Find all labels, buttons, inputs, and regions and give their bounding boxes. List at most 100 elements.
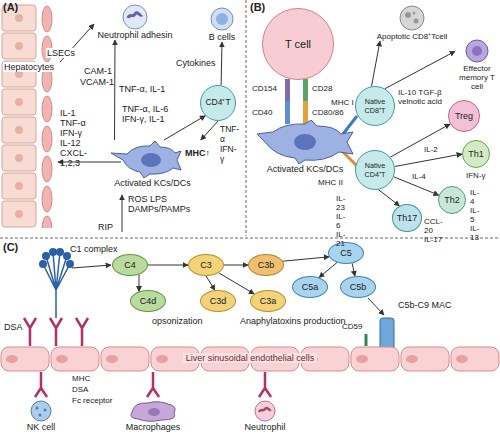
mac-icon [118,400,188,422]
complement-c3a: C3a [250,290,286,312]
edge-label: IL-23 IL-6 IL-21 [336,194,345,248]
text-label: DSA [4,322,23,332]
node-text: C3a [260,296,277,306]
node-text: Treg [455,111,473,121]
node-text: C5 [340,248,352,258]
node-text: Effector memory T cell [455,64,499,91]
treg-cell: Treg [448,100,480,132]
node-text: CD4⁺T [205,98,230,108]
text-label: Fc receptor [72,396,112,406]
complement-c4d: C4d [130,290,166,312]
edge-label: Cytokines [176,58,216,68]
arrow-connector [224,265,248,266]
text-label: IL-1 TNF-α IFN-γ IL-12 CXCL-1,2,3 [60,108,87,168]
text-label: CD59 [342,322,362,332]
text-label: LSECs [46,48,76,58]
text-label: RIP [98,222,113,232]
complement-c3d: C3d [200,290,236,312]
arrow-connector [114,40,116,140]
cd8-t-cell: Native CD8⁺T [355,86,395,126]
node-text: C5b [350,282,367,292]
nk-cell: NK cell [15,400,67,432]
node-text: C5a [302,282,319,292]
node-text: Neutrophil [235,422,295,432]
th2-cell: Th2 [438,186,466,214]
edge-label: IL-2 [424,145,438,155]
neutrophil-cell: Neutrophil [235,400,295,432]
text-label: (C) [3,242,18,252]
text-label: CD40 [252,108,272,118]
text-label: C5b-C9 MAC [398,300,452,310]
neuc-icon [235,400,295,422]
node-text: Activated KCs/DCs [95,178,210,188]
edge-label: TNF-α IFN-γ [220,124,239,164]
text-label: MHC I [331,98,354,108]
node-text: Native CD8⁺T [356,97,394,115]
th17-cell: Th17 [392,204,422,232]
text-label: CD80/86 [312,108,344,118]
edge-label: TNF-α, IL-6 IFN-γ, IL-1 [122,104,180,124]
apoptotic-cell: Apoptotic CD8⁺Tcell [372,4,452,41]
arrow-connector [164,116,205,140]
kupffer-cell: MHC↑ Activated KCs/DCs [95,140,210,188]
edge-label: IL-10 TGF-β velnotic acid [398,88,448,106]
node-text: NK cell [15,422,67,432]
node-text: Apoptotic CD8⁺Tcell [372,32,452,41]
node-text: Neutrophil adhesin [95,30,175,40]
node-text: T cell [285,38,311,50]
node-text: Th2 [444,195,460,205]
arrow-connector [395,154,462,167]
text-label: IL-4 IL-5 IL-13 [470,188,479,242]
eff-icon [455,38,499,64]
complement-c3b: C3b [248,254,284,276]
arrow-connector [283,257,329,261]
arrow-connector [221,42,223,85]
arrow-connector [139,275,140,292]
text-label: (A) [3,2,18,12]
node-text: C3b [258,260,275,270]
arrow-connector [201,121,218,140]
node-text: Native CD4⁺T [356,161,394,179]
nk-icon [15,400,67,422]
complement-c3: C3 [188,254,224,276]
text-label: MHC [72,374,90,384]
arrow-connector [352,263,355,276]
text-label: CD154 [252,84,277,94]
complement-c5b: C5b [340,276,376,298]
kca-icon [95,140,210,178]
text-label: opsonization [152,316,203,326]
arrow-connector [206,276,215,290]
text-label: CCL-20 IL-17 [424,217,443,244]
complement-c4: C4 [112,254,148,276]
bc-icon [200,6,244,32]
node-text: Macrophages [118,422,188,432]
node-text: C4 [124,260,136,270]
text-label: (B) [250,2,265,12]
node-text: Liver sinusoidal endothelial cells [183,353,318,363]
neu-icon [95,4,175,30]
cd4-t-cell: CD4⁺T [200,85,236,121]
arrow-connector [385,51,455,88]
text-label: C1 complex [70,244,118,254]
node-text: B cells [200,32,244,42]
cd4-t-cell: Native CD4⁺T [355,150,395,190]
node-text: C3 [200,260,212,270]
text-label: MHC II [318,178,343,188]
text-label: CD28 [312,84,332,94]
complement-c5a: C5a [292,276,328,298]
text-label: IFN-γ [466,171,486,181]
text-label: Anaphylatoxins production [240,316,346,326]
text-label: Hepatocytes [3,62,55,72]
arrow-connector [372,41,381,86]
memory-t-cell: Effector memory T cell [455,38,499,91]
node-text: MHC↑ [185,148,210,158]
node-text: C4d [140,296,157,306]
th1-cell: Th1 [462,140,490,168]
node-text: Th1 [468,149,484,159]
apo-icon [372,4,452,32]
macrophage-cell: Macrophages [118,400,188,432]
text-label: DSA [72,385,88,395]
complement-c5: C5 [328,242,364,264]
node-text: Activated KCs/DCs [255,164,355,174]
kcb-icon [255,120,355,164]
